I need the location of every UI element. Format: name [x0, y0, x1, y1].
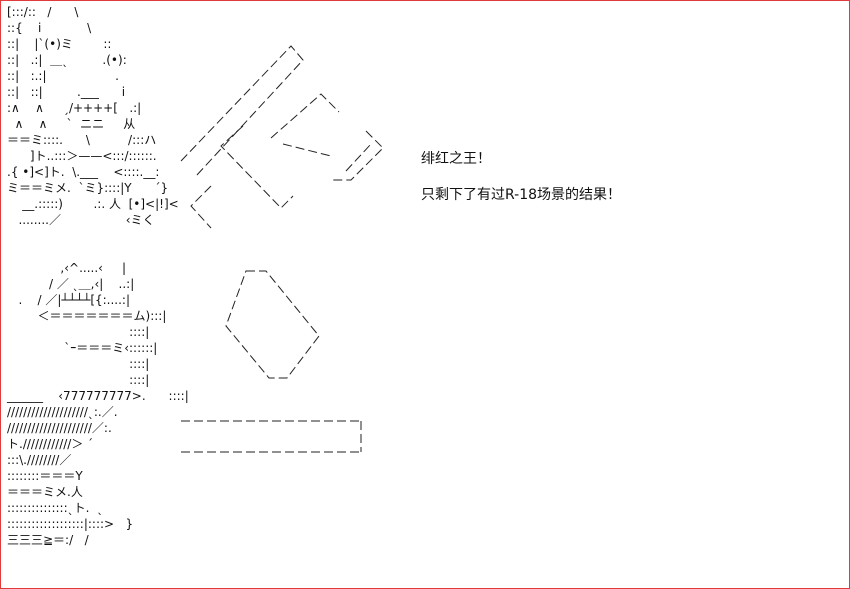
caption-line-1: 绯红之王！	[421, 151, 491, 167]
ascii-glyph-strokes	[180, 45, 384, 453]
ascii-art-figure: [:::/:: / \ ::{ i \ ::| |ˋ(•)ミ :: ::| .:…	[7, 5, 189, 547]
caption-text: 绯红之王！ 只剩下了有过R-18场景的结果！	[421, 148, 621, 220]
caption-line-2: 只剩下了有过R-18场景的结果！	[421, 187, 622, 203]
